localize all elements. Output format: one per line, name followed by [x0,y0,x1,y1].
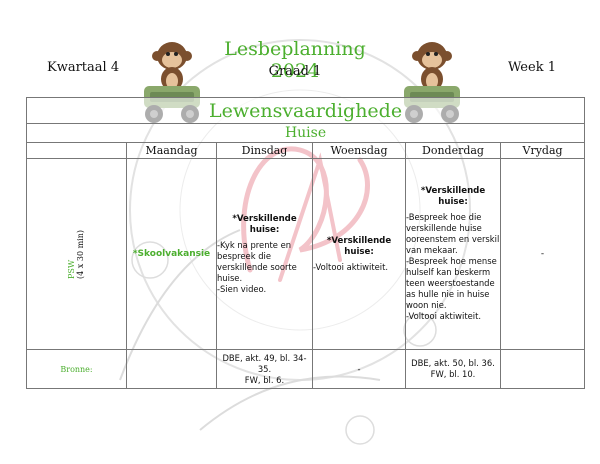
day-header-woensdag: Woensdag [312,142,406,159]
cell-vrydag: - [499,158,586,350]
week-label: Week 1 [508,60,556,75]
src-maandag [126,349,217,389]
src-vrydag [499,349,586,389]
theme-title: Huise [25,123,586,143]
cell-woensdag: *Verskillende huise: -Voltooi aktiwiteit… [312,158,406,350]
cell-heading: *Verskillende huise: [232,213,297,235]
day-header-dinsdag: Dinsdag [216,142,313,159]
grade-label: Graad 1 [268,64,322,79]
src-line: DBE, akt. 50, bl. 36. [411,358,495,368]
subject-title: Lewensvaardighede [25,97,586,124]
quarter-label: Kwartaal 4 [47,60,120,75]
cell-heading: *Verskillende huise: [420,186,486,207]
src-line: FW, bl. 10. [430,369,476,379]
cell-line: -Bespreek hoe die verskillende huise oor… [406,212,500,255]
cell-donderdag: *Verskillende huise: -Bespreek hoe die v… [405,158,501,350]
day-header-vrydag: Vrydag [499,142,586,159]
holiday-note: *Skoolvakansie [132,249,211,259]
lesson-plan-table: Lewensvaardighede Huise Maandag Dinsdag … [25,97,586,389]
src-line: FW, bl. 6. [244,374,285,385]
page-title: Lesbeplanning 2024 [224,38,366,82]
cell-line: -Voltooi aktiwiteit. [313,261,389,272]
cell-line: -Voltooi aktiwiteit. [406,311,482,321]
src-line: DBE, akt. 49, bl. 34-35. [222,352,307,374]
corner-cell [26,142,127,159]
day-header-donderdag: Donderdag [405,142,501,159]
cell-maandag: *Skoolvakansie [126,158,217,350]
cell-heading: *Verskillende huise: [326,235,392,257]
duration-label: (4 x 30 min) [75,229,85,279]
sources-row-label: Bronne: [26,349,127,389]
cell-line: -Bespreek hoe mense hulself kan beskerm … [406,256,497,310]
src-dinsdag: DBE, akt. 49, bl. 34-35. FW, bl. 6. [216,349,313,389]
psw-row-label: PSW (4 x 30 min) [26,158,127,350]
cell-line: -Kyk na prente en bespreek die verskille… [217,239,297,283]
cell-dinsdag: *Verskillende huise: -Kyk na prente en b… [216,158,313,350]
src-woensdag: - [312,349,406,389]
cell-line: -Sien video. [217,283,267,294]
day-header-maandag: Maandag [126,142,217,159]
psw-label: PSW [66,259,76,279]
src-donderdag: DBE, akt. 50, bl. 36. FW, bl. 10. [405,349,501,389]
